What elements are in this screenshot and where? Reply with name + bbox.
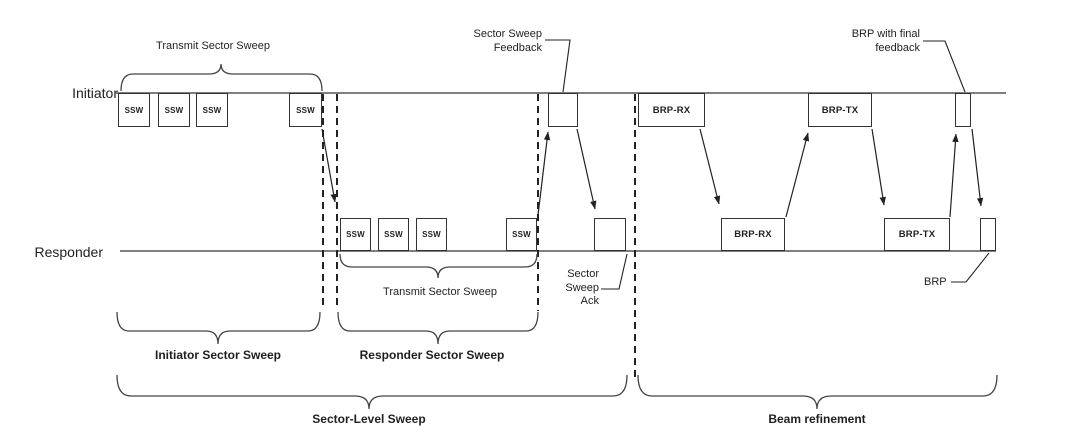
phase-initiator-sector-sweep: Initiator Sector Sweep [154,348,282,362]
responder-brp-frame [980,218,996,251]
sector-sweep-ack-frame [594,218,626,251]
responder-brp-rx-frame: BRP-RX [721,218,785,251]
arrow-brp-tx-to-responder [871,128,886,206]
arrow-responder-ssw-to-feedback [537,131,551,216]
arrow-initiator-ssw-to-responder [321,128,337,203]
brp-final-feedback-line1: BRP with final [851,28,920,40]
arrow-responder-brp-tx-to-final [949,133,959,218]
sector-sweep-ack-line1: Sector [567,268,599,280]
leader-sector-sweep-feedback [545,39,571,93]
ssw-label: SSW [202,105,222,115]
brp-final-feedback-frame [955,93,971,127]
brp-final-feedback-label: BRP with final feedback [820,28,920,55]
ssw-label: SSW [512,230,531,239]
leader-brp-final-feedback [923,40,966,93]
ssw-label: SSW [164,105,184,115]
initiator-ssw-frame-4: SSW [289,93,322,127]
brp-label: BRP [924,276,947,288]
arrow-brp-rx-to-responder [699,128,721,205]
initiator-transmit-sweep-label: Transmit Sector Sweep [156,40,270,52]
brp-final-feedback-line2: feedback [875,41,920,54]
sector-sweep-ack-label: Sector Sweep Ack [539,268,599,309]
responder-lane-label: Responder [34,244,104,260]
sector-sweep-feedback-frame [548,93,578,127]
responder-transmit-sweep-label: Transmit Sector Sweep [383,286,497,298]
brace-beam-refinement [637,374,998,410]
responder-ssw-frame-4: SSW [506,218,537,251]
sector-sweep-ack-line2: Sweep [565,281,599,294]
responder-ssw-frame-1: SSW [340,218,371,251]
leader-sector-sweep-ack [601,253,628,290]
brp-rx-label: BRP-RX [734,229,772,240]
ssw-label: SSW [124,105,144,115]
sector-sweep-feedback-line2: Feedback [493,41,542,54]
phase-beam-refinement: Beam refinement [768,412,866,426]
sector-sweep-feedback-line1: Sector Sweep [473,28,542,40]
phase-responder-sector-sweep: Responder Sector Sweep [359,348,505,362]
brace-responder-transmit-sweep [339,253,538,279]
arrow-feedback-to-ack [576,128,597,210]
brp-rx-label: BRP-RX [652,104,691,116]
brace-responder-sector-sweep [337,311,539,345]
initiator-ssw-frame-3: SSW [196,93,228,127]
ssw-label: SSW [422,230,441,239]
initiator-brp-tx-frame: BRP-TX [808,93,872,127]
arrow-responder-brp-rx-to-brp-tx [785,132,810,218]
arrow-final-to-responder-brp [971,128,984,207]
initiator-brp-rx-frame: BRP-RX [638,93,705,127]
ssw-label: SSW [346,230,365,239]
initiator-ssw-frame-2: SSW [158,93,190,127]
sector-sweep-feedback-label: Sector Sweep Feedback [442,28,542,55]
responder-brp-tx-frame: BRP-TX [884,218,950,251]
responder-ssw-frame-2: SSW [378,218,409,251]
phase-sector-level-sweep: Sector-Level Sweep [312,412,426,426]
brace-initiator-sector-sweep [116,311,321,345]
responder-ssw-frame-3: SSW [416,218,447,251]
brp-tx-label: BRP-TX [821,104,859,116]
brace-sector-level-sweep [116,374,628,410]
initiator-ssw-frame-1: SSW [118,93,150,127]
ssw-label: SSW [384,230,403,239]
ssw-label: SSW [296,105,315,115]
initiator-lane-label: Initiator [72,85,118,101]
sector-sweep-ack-line3: Ack [580,295,599,307]
brp-tx-label: BRP-TX [898,229,936,240]
leader-brp [951,252,990,283]
brace-initiator-transmit-sweep [120,63,323,92]
